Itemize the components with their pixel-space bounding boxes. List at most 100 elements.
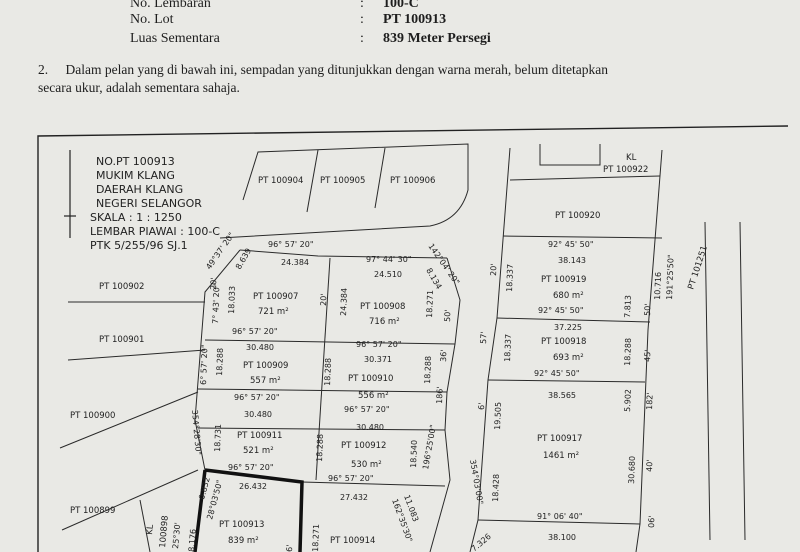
- dist-37: 18.271: [311, 524, 321, 552]
- lembaran-value: 100-C: [383, 0, 419, 11]
- dist-6: 30.371: [364, 355, 392, 364]
- luas-colon: :: [360, 31, 364, 46]
- plan-daerah: DAERAH KLANG: [96, 183, 183, 196]
- angle-3: 50': [443, 309, 452, 322]
- dist-24: 38.143: [558, 256, 586, 265]
- dist-31: 5.902: [623, 389, 633, 412]
- lot-100919-area: 680 m²: [553, 291, 584, 301]
- lot-100914: PT 100914: [330, 536, 375, 546]
- plan-ptk: PTK 5/255/96 SJ.1: [90, 239, 188, 252]
- lot-100911-area: 521 m²: [243, 446, 274, 456]
- lot-100922: PT 100922: [603, 165, 648, 175]
- dist-30: 18.288: [623, 338, 633, 366]
- east-boundary-outer: [635, 149, 663, 552]
- dist-7: 18.288: [215, 348, 225, 376]
- dist-26: 38.565: [548, 391, 576, 400]
- dist-23: 18.428: [491, 474, 501, 502]
- dist-5: 30.480: [246, 343, 274, 352]
- dist-15: 26.432: [239, 482, 267, 491]
- bearing-12: 92° 45' 50": [548, 240, 594, 249]
- bearing-13: 92° 45' 50": [538, 306, 584, 315]
- bearing-9: 96° 57' 20": [228, 463, 274, 472]
- paragraph-number: 2.: [38, 62, 49, 77]
- west-898-899: [61, 469, 199, 531]
- plan-title: NO.PT 100913: [96, 155, 175, 168]
- lot-100912-area: 530 m²: [351, 460, 382, 470]
- lot-100906: PT 100906: [390, 176, 435, 186]
- line-911-913: [197, 427, 446, 431]
- luas-value: 839 Meter Persegi: [383, 31, 491, 46]
- lot-label: No. Lot: [130, 12, 174, 27]
- lot-100918: PT 100918: [541, 337, 586, 347]
- dist-9: 18.288: [423, 356, 433, 384]
- div-905-906: [374, 147, 386, 209]
- lot-100907: PT 100907: [253, 292, 298, 302]
- lot-colon: :: [360, 12, 364, 27]
- dist-20: 18.337: [505, 264, 515, 292]
- lot-100898: 100898: [158, 515, 171, 548]
- line-909-911: [197, 388, 448, 393]
- angle-7: 6': [477, 402, 486, 410]
- bearing-8: 96° 57' 20": [344, 405, 390, 414]
- angle-11: 182': [645, 392, 655, 410]
- bearing-1: 96° 57' 20": [268, 240, 314, 249]
- lot-100920: PT 100920: [555, 211, 600, 221]
- lot-100905: PT 100905: [320, 176, 365, 186]
- angle-5: 186': [435, 386, 445, 404]
- dist-3: 8.639: [234, 247, 253, 271]
- dist-19: 18.271: [425, 290, 435, 318]
- east-922: [509, 175, 661, 181]
- dist-16: 27.432: [340, 493, 368, 502]
- bearing-14: 92° 45' 50": [534, 369, 580, 378]
- lot-100910-area: 556 m²: [358, 391, 389, 401]
- dist-13: 18.288: [315, 434, 325, 462]
- east-920-919: [502, 235, 663, 239]
- header-row-luas: Luas Sementara : 839 Meter Persegi: [0, 31, 800, 49]
- lot-100901: PT 100901: [99, 335, 144, 345]
- lot-100912: PT 100912: [341, 441, 386, 451]
- line-913-914: [301, 481, 446, 487]
- paragraph-line-1: 2. Dalam pelan yang di bawah ini, sempad…: [38, 62, 608, 78]
- angle-4: 36': [439, 349, 448, 362]
- plan-mukim: MUKIM KLANG: [96, 169, 175, 182]
- lot-value: PT 100913: [383, 12, 447, 27]
- lembaran-label: No. Lembaran: [130, 0, 211, 11]
- bearing-21: 191°25'50": [665, 254, 676, 300]
- dist-33: 0.832: [197, 476, 212, 500]
- lot-100918-area: 693 m²: [553, 353, 584, 363]
- dist-21: 18.337: [503, 334, 513, 362]
- lot-100911: PT 100911: [237, 431, 282, 441]
- lembaran-colon: :: [360, 0, 364, 11]
- lot-100908: PT 100908: [360, 302, 405, 312]
- luas-label: Luas Sementara: [130, 31, 220, 46]
- dist-32: 30.680: [627, 456, 637, 484]
- east-boundary-inner: [469, 147, 511, 552]
- plan-negeri: NEGERI SELANGOR: [96, 197, 202, 210]
- plan-frame: [37, 125, 789, 552]
- lot-kl-top: KL: [626, 153, 637, 163]
- dist-4: 18.033: [227, 286, 237, 314]
- lot-100908-area: 716 m²: [369, 317, 400, 327]
- lot-100913-area: 839 m²: [228, 536, 259, 546]
- lot-100910: PT 100910: [348, 374, 393, 384]
- dist-11: 30.480: [244, 410, 272, 419]
- angle-12: 40': [645, 459, 654, 472]
- div-907-908: [315, 257, 331, 481]
- bearing-7: 96° 57' 20": [234, 393, 280, 402]
- angle-13: 06': [647, 515, 656, 528]
- lot-100900: PT 100900: [70, 411, 115, 421]
- dist-8: 18.288: [323, 358, 333, 386]
- lot-100904: PT 100904: [258, 176, 303, 186]
- dist-22: 19.505: [493, 402, 503, 430]
- bearing-6: 96° 57' 20": [356, 340, 402, 349]
- angle-9: 50': [643, 303, 652, 316]
- west-899-900: [59, 391, 199, 449]
- boundary-lines: [59, 143, 746, 552]
- lot-100899: PT 100899: [70, 506, 115, 516]
- dist-27: 38.100: [548, 533, 576, 542]
- lot-100917-area: 1461 m²: [543, 451, 579, 461]
- east-919-918: [496, 317, 651, 323]
- bearing-16: 196°25'00": [421, 424, 438, 470]
- plan-lembar: LEMBAR PIAWAI : 100-C: [90, 225, 220, 238]
